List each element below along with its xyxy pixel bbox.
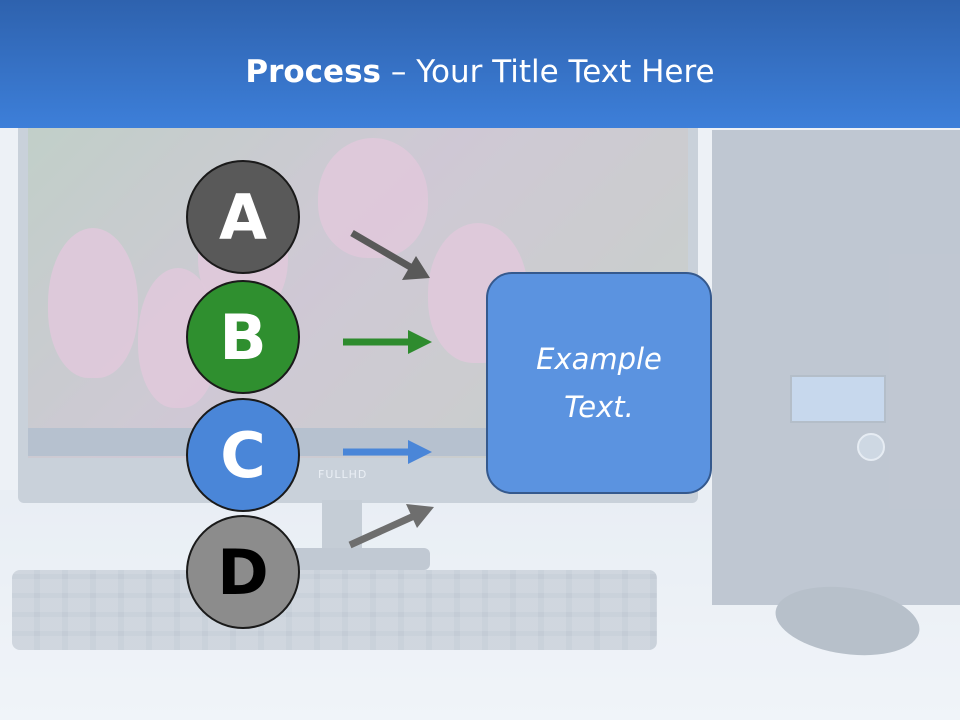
step-letter-b: B bbox=[219, 300, 267, 374]
example-text: Example Text. bbox=[536, 342, 662, 424]
power-button-icon bbox=[857, 433, 885, 461]
monitor-brand: FULLHD bbox=[318, 468, 368, 481]
tulip-petal bbox=[318, 138, 428, 258]
keyboard bbox=[12, 570, 657, 650]
step-letter-c: C bbox=[220, 418, 266, 492]
arrow-d bbox=[348, 504, 434, 549]
example-text-box: Example Text. bbox=[486, 272, 712, 494]
title-bold: Process bbox=[245, 54, 381, 90]
slide-title: Process – Your Title Text Here bbox=[0, 54, 960, 90]
title-banner bbox=[0, 0, 960, 128]
pc-tower bbox=[712, 130, 960, 605]
step-circle-a: A bbox=[186, 160, 300, 274]
step-letter-a: A bbox=[219, 180, 267, 254]
arrow-b bbox=[343, 330, 432, 354]
step-circle-c: C bbox=[186, 398, 300, 512]
arrow-a bbox=[350, 229, 430, 280]
step-circle-b: B bbox=[186, 280, 300, 394]
monitor-stand-base bbox=[260, 548, 430, 570]
tower-lcd-display bbox=[790, 375, 886, 423]
step-circle-d: D bbox=[186, 515, 300, 629]
step-letter-d: D bbox=[217, 535, 269, 609]
title-rest: – Your Title Text Here bbox=[381, 54, 715, 90]
arrow-c bbox=[343, 440, 432, 464]
tulip-petal bbox=[48, 228, 138, 378]
